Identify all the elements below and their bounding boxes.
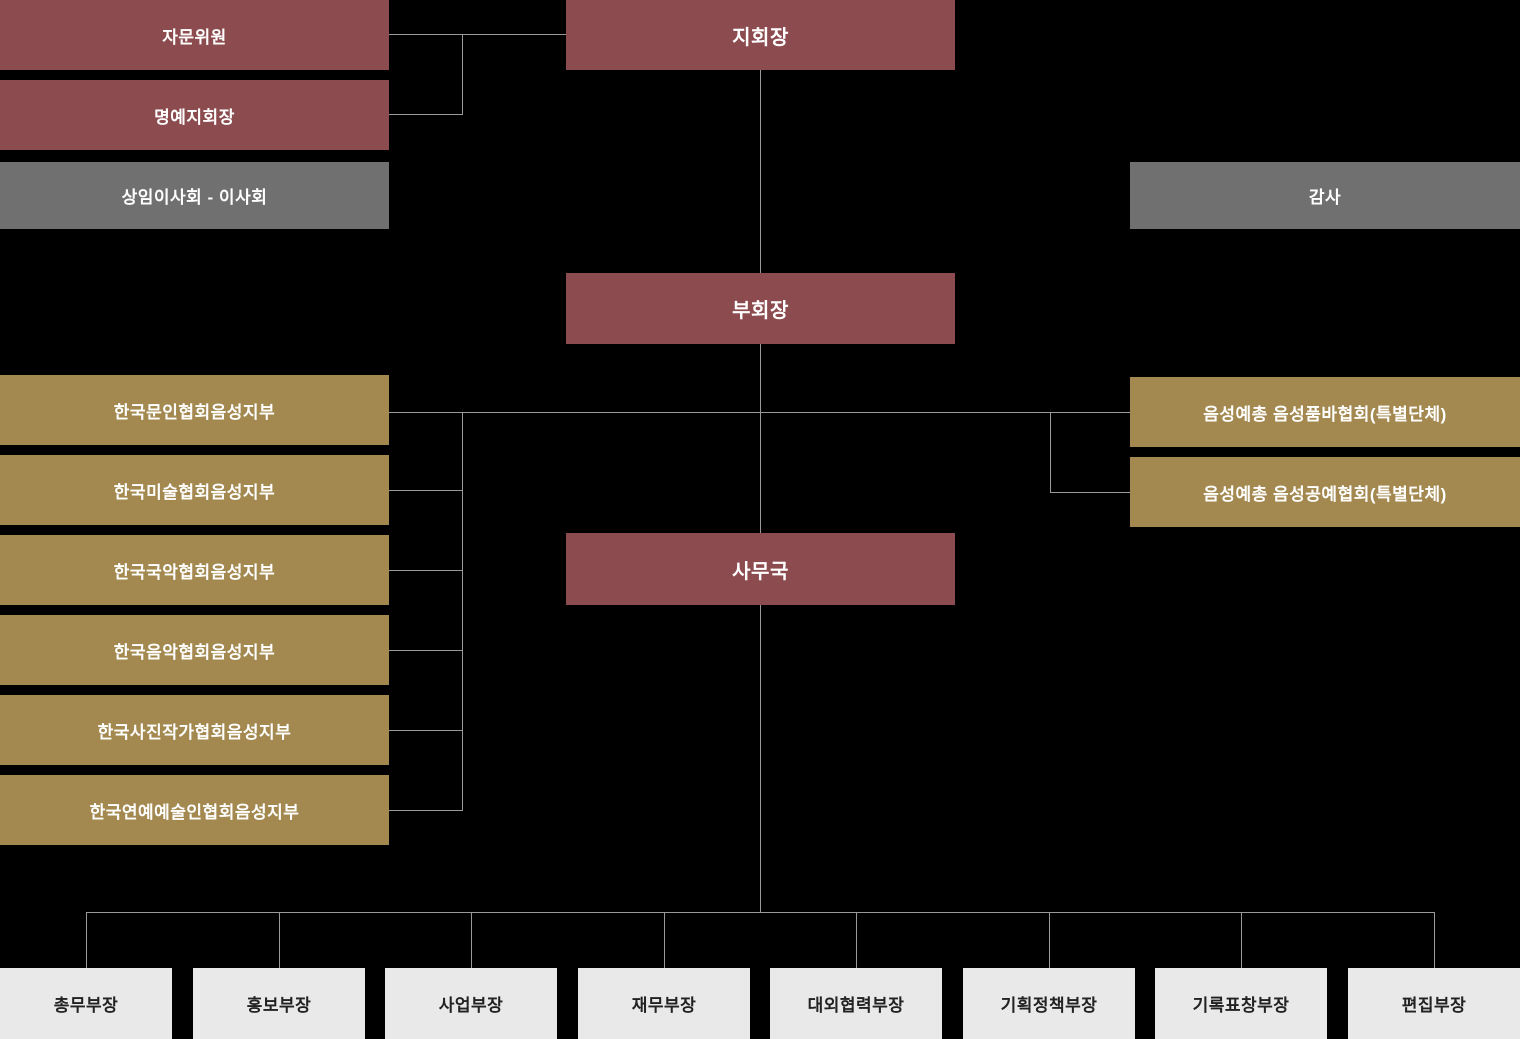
connector-line — [86, 912, 87, 968]
connector-line — [1434, 912, 1435, 968]
connector-line — [664, 912, 665, 968]
dept-box-business: 사업부장 — [385, 968, 557, 1039]
branch-box-fine-art: 한국미술협회음성지부 — [0, 455, 389, 525]
connector-line — [760, 605, 761, 913]
honorary-chairman-box: 명예지회장 — [0, 80, 389, 150]
connector-line — [86, 912, 1435, 913]
connector-line — [389, 114, 463, 115]
connector-line — [760, 70, 761, 273]
connector-line — [1049, 912, 1050, 968]
branch-box-music: 한국음악협회음성지부 — [0, 615, 389, 685]
connector-line — [389, 730, 463, 731]
connector-line — [389, 570, 463, 571]
dept-box-finance: 재무부장 — [578, 968, 750, 1039]
dept-box-planning-policy: 기획정책부장 — [963, 968, 1135, 1039]
advisor-box: 자문위원 — [0, 0, 389, 70]
branch-box-gugak: 한국국악협회음성지부 — [0, 535, 389, 605]
board-box: 상임이사회 - 이사회 — [0, 162, 389, 229]
dept-box-pr: 홍보부장 — [193, 968, 365, 1039]
connector-line — [389, 34, 566, 35]
vice-president-box: 부회장 — [566, 273, 955, 344]
connector-line — [389, 412, 1130, 413]
connector-line — [1050, 412, 1051, 493]
dept-box-external-cooperation: 대외협력부장 — [770, 968, 942, 1039]
connector-line — [279, 912, 280, 968]
connector-line — [1241, 912, 1242, 968]
connector-line — [462, 34, 463, 115]
connector-line — [389, 490, 463, 491]
branch-box-entertainment: 한국연예예술인협회음성지부 — [0, 775, 389, 845]
connector-line — [471, 912, 472, 968]
connector-line — [760, 344, 761, 533]
connector-line — [389, 810, 463, 811]
dept-box-general-affairs: 총무부장 — [0, 968, 172, 1039]
special-box-craft: 음성예총 음성공예협회(특별단체) — [1130, 457, 1520, 527]
dept-box-records-commendation: 기록표창부장 — [1155, 968, 1327, 1039]
audit-box: 감사 — [1130, 162, 1520, 229]
connector-line — [462, 412, 463, 811]
connector-line — [1050, 492, 1130, 493]
connector-line — [389, 650, 463, 651]
chapter-president-box: 지회장 — [566, 0, 955, 70]
connector-line — [856, 912, 857, 968]
branch-box-literature: 한국문인협회음성지부 — [0, 375, 389, 445]
branch-box-photographers: 한국사진작가협회음성지부 — [0, 695, 389, 765]
special-box-pumba: 음성예총 음성품바협회(특별단체) — [1130, 377, 1520, 447]
secretariat-box: 사무국 — [566, 533, 955, 605]
dept-box-editing: 편집부장 — [1348, 968, 1520, 1039]
